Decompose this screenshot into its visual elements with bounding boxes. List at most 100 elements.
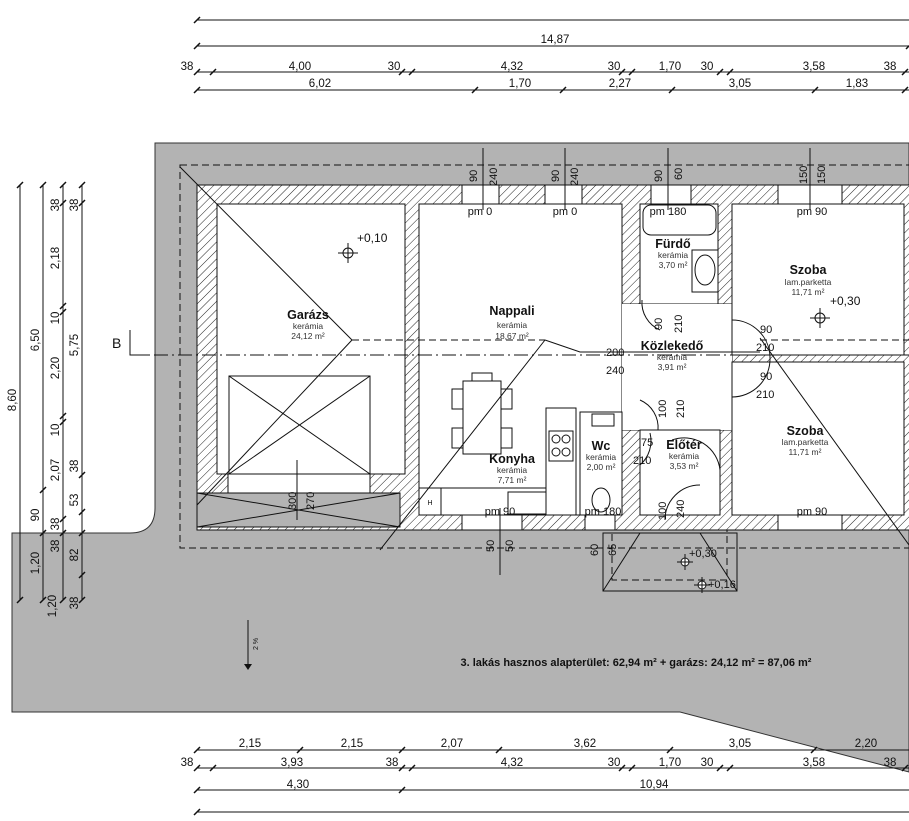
dim-label: 38 (69, 199, 81, 212)
level-label: +0,10 (357, 231, 388, 245)
door-dim: 75 (641, 437, 653, 449)
door-dim: 240 (675, 500, 687, 518)
dim-label: 38 (884, 61, 897, 73)
dim-label: 3,62 (574, 738, 596, 750)
room-floor: lam.parketta (785, 277, 832, 287)
parapet-label: pm 90 (797, 506, 828, 518)
dim-label: 1,70 (659, 61, 681, 73)
appliance-label: H (427, 500, 432, 507)
room-floor: kerámia (669, 451, 700, 461)
dim-label: 2,07 (50, 459, 62, 481)
entrance-steps (602, 532, 738, 592)
top-dimensions: 14,87 38 4,00 30 4,32 30 1,70 30 3,58 38… (181, 16, 909, 94)
room-area: 3,91 m² (658, 362, 687, 372)
dim-label: 3,05 (729, 78, 751, 90)
room-corridor-ext (622, 304, 732, 430)
dim-label: 38 (386, 757, 399, 769)
dim-label: 38 (181, 61, 194, 73)
door-dim: 90 (653, 318, 665, 330)
door-dim: 210 (675, 400, 687, 418)
level-label: +0,30 (689, 548, 717, 560)
room-floor: kerámia (497, 465, 528, 475)
parapet-label: pm 180 (650, 206, 687, 218)
window-dim: 90 (653, 170, 665, 182)
car-space (228, 375, 371, 475)
bathtub (642, 204, 717, 236)
window-dim: 270 (305, 492, 317, 510)
door-dim: 210 (633, 455, 651, 467)
dim-label: 1,83 (846, 78, 868, 90)
window-dim: 60 (673, 168, 685, 180)
room-bedroom-2 (731, 361, 905, 516)
dim-label: 4,32 (501, 61, 523, 73)
room-area: 3,70 m² (659, 260, 688, 270)
room-labels: Garázs kerámia 24,12 m² Nappali kerámia … (287, 237, 832, 485)
left-dimensions: 8,60 6,50 90 1,20 1,20 38 2,18 10 2,20 1… (7, 181, 86, 617)
room-floor: kerámia (658, 250, 689, 260)
room-wc (579, 411, 623, 516)
stove (548, 430, 574, 462)
room-area: 11,71 m² (792, 287, 825, 297)
dim-total: 14,87 (541, 34, 570, 46)
dim-label: 38 (69, 597, 81, 610)
dim-label: 2,18 (50, 247, 62, 269)
dim-label: 2,15 (239, 738, 261, 750)
dim-label: 90 (30, 509, 42, 522)
room-name: Fürdő (655, 237, 691, 251)
room-area: 7,71 m² (498, 475, 527, 485)
dim-label: 1,20 (30, 552, 42, 574)
room-area: 2,00 m² (587, 462, 616, 472)
room-area: 11,71 m² (789, 447, 822, 457)
room-name: Wc (592, 439, 611, 453)
dim-label: 2,27 (609, 78, 631, 90)
parapet-label: pm 0 (553, 206, 577, 218)
dim-label: 4,32 (501, 757, 523, 769)
dim-label: 53 (69, 494, 81, 507)
dim-label: 38 (50, 518, 62, 531)
window-dim: 240 (569, 168, 581, 186)
room-name: Előtér (666, 438, 702, 452)
door-dim: 100 (657, 502, 669, 520)
window-dim: 150 (816, 166, 828, 184)
dim-label: 2,20 (855, 738, 877, 750)
room-bedroom-1 (731, 203, 905, 356)
furniture (418, 204, 719, 516)
door-dim: 210 (756, 389, 774, 401)
bottom-dimensions: 2,15 2,15 2,07 3,62 3,05 2,20 38 3,93 38… (181, 738, 909, 816)
room-entry (639, 429, 721, 516)
dim-label: 10,94 (640, 779, 669, 791)
dim-label: 10 (50, 312, 62, 325)
dim-label: 2,07 (441, 738, 463, 750)
dim-label: 1,70 (659, 757, 681, 769)
room-interiors (216, 203, 905, 516)
dim-label: 2,15 (341, 738, 363, 750)
level-label: +0,16 (708, 579, 736, 591)
dim-label: 3,05 (729, 738, 751, 750)
dim-label: 30 (608, 757, 621, 769)
level-marker-icons (338, 243, 830, 593)
room-name: Szoba (787, 424, 825, 438)
level-label: +0,30 (830, 294, 861, 308)
windows (227, 184, 843, 531)
dim-label: 1,70 (509, 78, 531, 90)
room-floor: lam.parketta (782, 437, 829, 447)
area-summary: 3. lakás hasznos alapterület: 62,94 m² +… (461, 657, 812, 669)
room-name: Nappali (489, 304, 534, 318)
dim-label: 3,58 (803, 61, 825, 73)
door-dim: 210 (756, 342, 774, 354)
room-area: 18,67 m² (495, 331, 529, 341)
window-dim: 60 (589, 544, 601, 556)
room-area: 24,12 m² (291, 331, 325, 341)
sink (507, 491, 547, 515)
dim-label: 10 (50, 424, 62, 437)
dim-label: 3,58 (803, 757, 825, 769)
dim-label: 38 (69, 460, 81, 473)
dim-label: 30 (388, 61, 401, 73)
room-floor: kerámia (586, 452, 617, 462)
room-name: Közlekedő (641, 339, 704, 353)
door-dim: 90 (760, 324, 772, 336)
room-floor: kerámia (293, 321, 324, 331)
parapet-label: pm 0 (468, 206, 492, 218)
window-dim: 300 (287, 492, 299, 510)
dim-label: 38 (884, 757, 897, 769)
